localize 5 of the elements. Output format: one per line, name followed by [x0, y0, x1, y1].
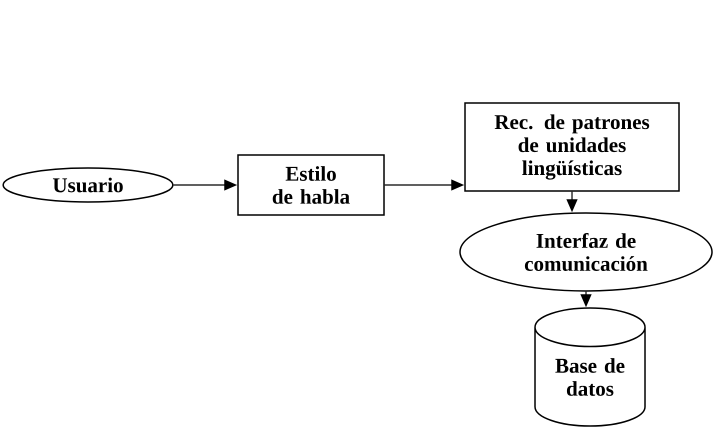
database-cylinder: Base de datos [534, 307, 646, 427]
ellipse-node: Usuario [2, 167, 174, 203]
process-box: Rec. de patrones de unidades lingüísticas [464, 102, 680, 192]
ellipse-node: Interfaz de comunicación [459, 212, 713, 292]
process-box: Estilo de habla [237, 154, 385, 216]
